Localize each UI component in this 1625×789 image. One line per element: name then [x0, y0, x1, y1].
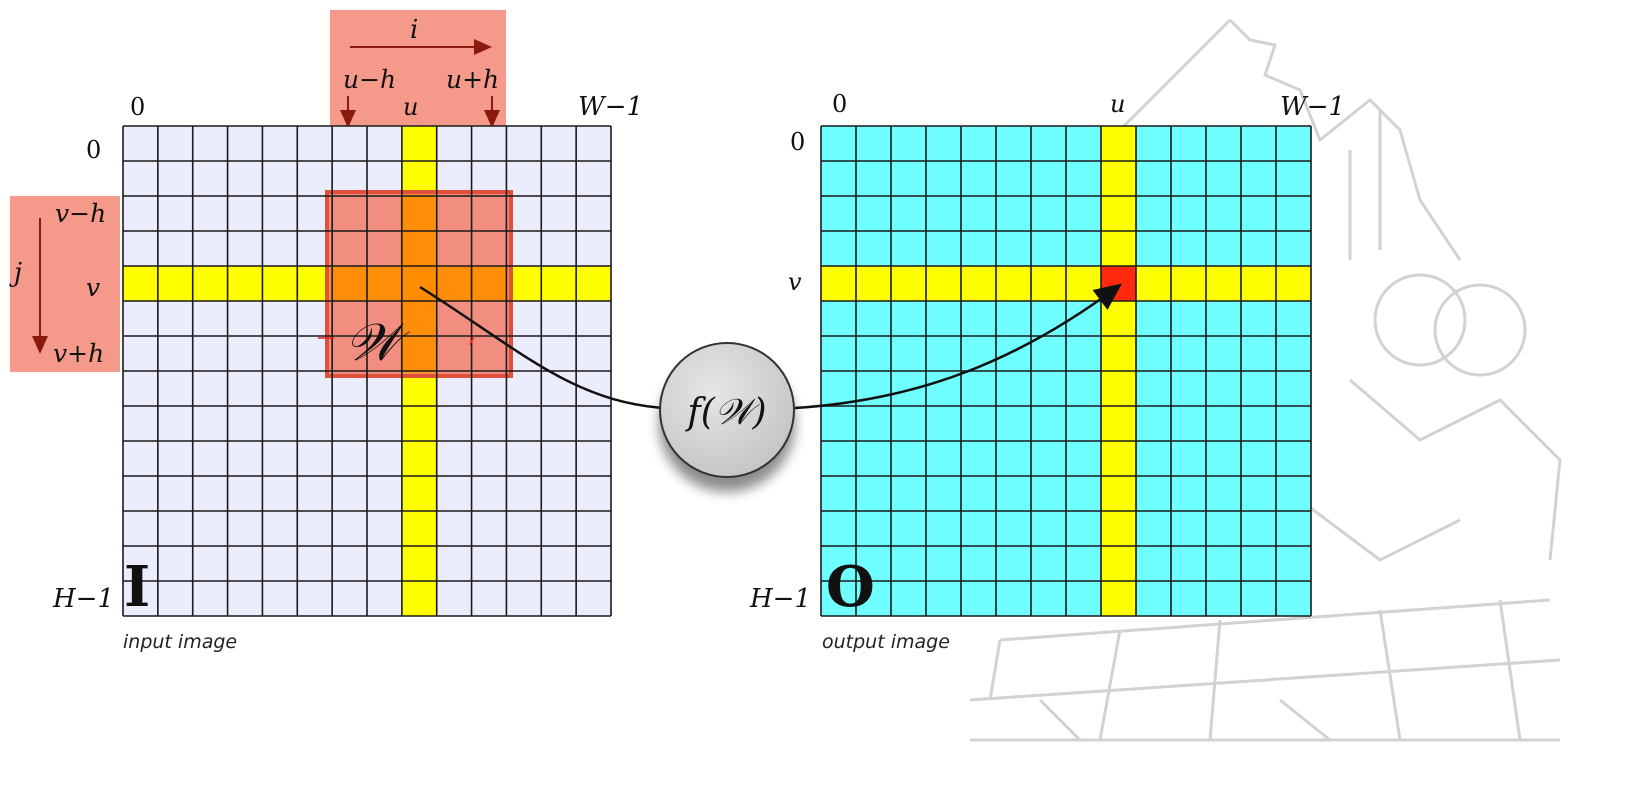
output-w-minus-1-label: W−1: [1280, 92, 1345, 122]
v-minus-h-label: v−h: [55, 199, 106, 228]
input-col-zero-label: 0: [130, 93, 145, 121]
i-axis-label: i: [410, 15, 418, 45]
output-h-minus-1-label: H−1: [749, 584, 811, 614]
input-row-zero-label: 0: [86, 136, 101, 164]
input-w-minus-1-label: W−1: [578, 92, 643, 122]
output-v-label: v: [788, 268, 802, 296]
input-image-caption: input image: [123, 631, 237, 653]
function-label: f(𝒲): [684, 392, 766, 433]
output-col-zero-label: 0: [832, 90, 847, 118]
input-image-letter: I: [124, 554, 150, 620]
left-label-band: j v−h v v+h: [9, 196, 120, 372]
v-row-label-input: v: [86, 273, 100, 302]
output-u-label: u: [1110, 90, 1125, 118]
input-u-label: u: [403, 93, 418, 121]
u-plus-h-label: u+h: [446, 65, 499, 94]
output-image-letter: O: [826, 554, 875, 620]
output-image-caption: output image: [822, 631, 950, 653]
output-row-zero-label: 0: [790, 128, 805, 156]
u-minus-h-label: u−h: [343, 65, 396, 94]
output-image-grid: [821, 126, 1311, 616]
v-plus-h-label: v+h: [53, 339, 104, 368]
input-h-minus-1-label: H−1: [52, 584, 114, 614]
